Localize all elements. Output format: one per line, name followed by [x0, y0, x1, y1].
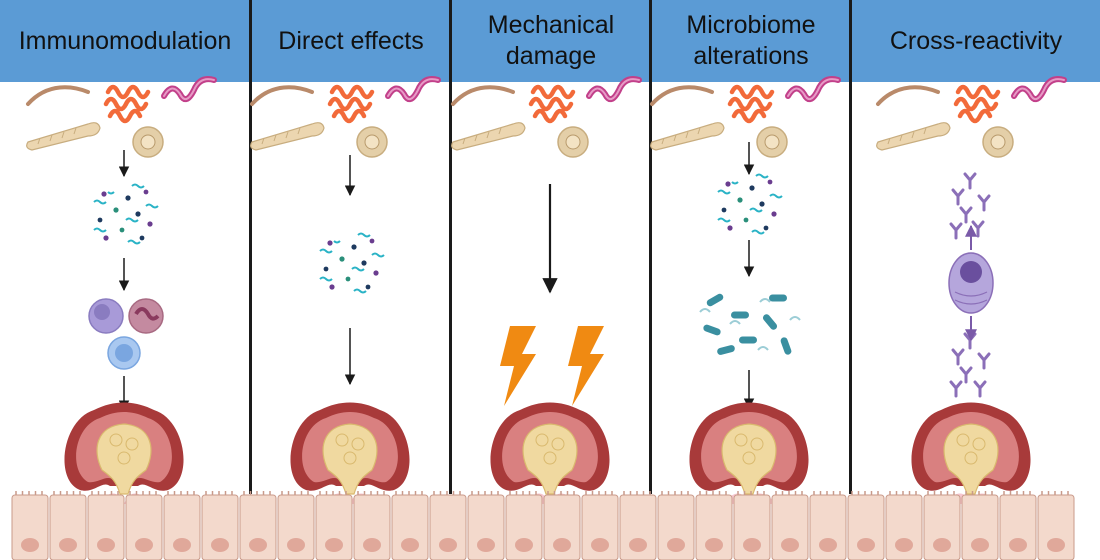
epithelial-cell — [771, 494, 809, 560]
epithelial-cell — [87, 494, 125, 560]
immune-cell-icon — [88, 298, 164, 370]
tumor-icon — [489, 401, 611, 505]
epithelial-cell — [391, 494, 429, 560]
epithelial-cell — [11, 494, 49, 560]
epithelial-cell — [429, 494, 467, 560]
epithelial-cell — [201, 494, 239, 560]
header-bar — [0, 0, 1100, 82]
epithelial-cell — [657, 494, 695, 560]
epithelial-cell — [543, 494, 581, 560]
molecule-cluster-icon — [319, 232, 385, 294]
lightning-icon — [500, 326, 536, 406]
panel-title-mechanical-damage: Mechanical damage — [487, 11, 615, 70]
panel-title-microbiome-alterations: Microbiome alterations — [686, 11, 816, 70]
panel-divider — [449, 0, 452, 494]
molecule-cluster-icon — [93, 183, 159, 245]
epithelial-cell — [809, 494, 847, 560]
epithelial-cell — [315, 494, 353, 560]
tumor-icon — [63, 401, 185, 505]
panel-title-cross-reactivity: Cross-reactivity — [889, 26, 1063, 55]
epithelial-cell — [239, 494, 277, 560]
panel-title-direct-effects: Direct effects — [278, 26, 424, 55]
helminth-group-icon — [651, 79, 838, 157]
epithelial-cell — [49, 494, 87, 560]
epithelial-cell — [733, 494, 771, 560]
epithelial-cell — [885, 494, 923, 560]
epithelial-cell — [961, 494, 999, 560]
panel-title-immunomodulation: Immunomodulation — [18, 26, 232, 55]
epithelial-cell — [505, 494, 543, 560]
epithelial-cell — [999, 494, 1037, 560]
panel-divider — [249, 0, 252, 494]
epithelial-cell — [695, 494, 733, 560]
helminth-group-icon — [452, 79, 639, 157]
helminth-group-icon — [877, 79, 1064, 157]
epithelial-cell — [1037, 494, 1075, 560]
epithelial-cell — [467, 494, 505, 560]
helminth-group-icon — [27, 79, 214, 157]
panel-divider — [849, 0, 852, 494]
epithelial-cell — [923, 494, 961, 560]
epithelial-cell — [847, 494, 885, 560]
bacteria-cluster-icon — [699, 292, 801, 356]
tumor-icon — [910, 401, 1032, 505]
epithelial-cell — [581, 494, 619, 560]
tumor-icon — [289, 401, 411, 505]
epithelial-cell — [353, 494, 391, 560]
epithelial-cell — [125, 494, 163, 560]
epithelial-cell — [163, 494, 201, 560]
plasma-cell-icon — [948, 252, 994, 314]
epithelial-cell — [277, 494, 315, 560]
helminth-group-icon — [251, 79, 438, 157]
epithelial-cell — [619, 494, 657, 560]
epithelium-icon — [11, 491, 1075, 560]
lightning-icon — [568, 326, 604, 406]
molecule-cluster-icon — [717, 173, 783, 235]
panel-divider — [649, 0, 652, 494]
tumor-icon — [688, 401, 810, 505]
